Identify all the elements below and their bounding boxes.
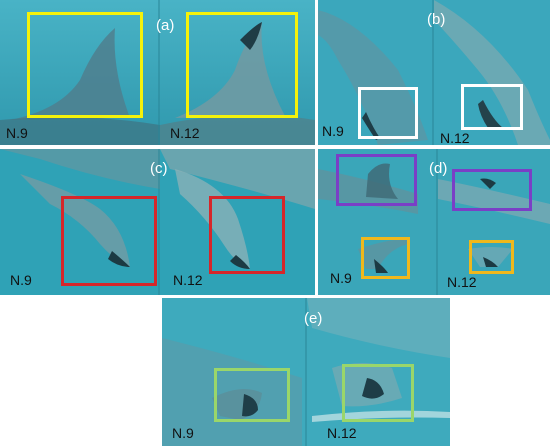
panel-e-box-left — [214, 368, 290, 422]
panel-c-box-left — [61, 196, 157, 286]
panel-d: (d) N.9 N.12 — [318, 149, 550, 295]
panel-a: (a) N.9 N.12 — [0, 0, 315, 145]
panel-e-photo — [162, 298, 450, 446]
panel-e: (e) N.9 N.12 — [162, 298, 450, 446]
panel-a-label: (a) — [156, 17, 175, 34]
panel-b: (b) N.9 N.12 — [318, 0, 550, 145]
panel-a-photo — [0, 0, 315, 145]
panel-a-left-caption: N.9 — [6, 125, 28, 141]
panel-b-right-caption: N.12 — [440, 130, 470, 145]
panel-b-label: (b) — [427, 11, 446, 28]
panel-d-right-caption: N.12 — [447, 274, 477, 290]
panel-a-box-right — [186, 12, 298, 118]
panel-c-photo — [0, 149, 315, 295]
panel-d-box-right-bottom — [469, 240, 514, 274]
panel-c-box-right — [209, 196, 285, 274]
panel-d-label: (d) — [429, 160, 448, 177]
panel-e-label: (e) — [304, 310, 323, 327]
panel-d-box-left-top — [336, 154, 417, 206]
panel-e-right-caption: N.12 — [327, 425, 357, 441]
panel-c-right-caption: N.12 — [173, 272, 203, 288]
panel-c-label: (c) — [150, 160, 168, 177]
panel-d-box-left-bottom — [361, 237, 410, 279]
panel-c-left-caption: N.9 — [10, 272, 32, 288]
panel-e-box-right — [342, 364, 414, 422]
panel-b-left-caption: N.9 — [322, 123, 344, 139]
panel-d-box-right-top — [452, 169, 532, 211]
panel-e-left-caption: N.9 — [172, 425, 194, 441]
panel-d-left-caption: N.9 — [330, 270, 352, 286]
panel-a-right-caption: N.12 — [170, 125, 200, 141]
panel-a-box-left — [27, 12, 143, 118]
panel-c: (c) N.9 N.12 — [0, 149, 315, 295]
panel-b-box-right — [461, 84, 523, 130]
panel-b-box-left — [358, 87, 418, 139]
